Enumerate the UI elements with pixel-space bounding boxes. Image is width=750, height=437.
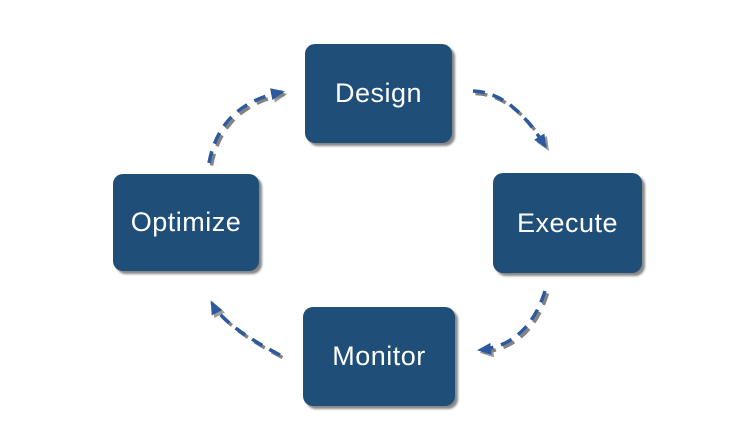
node-design-label: Design <box>334 78 423 108</box>
node-optimize: Optimize <box>113 174 259 271</box>
node-execute: Execute <box>493 173 642 273</box>
node-design: Design <box>305 44 452 143</box>
node-execute-label: Execute <box>516 207 619 238</box>
arrow-monitor-to-optimize <box>210 300 281 357</box>
node-monitor: Monitor <box>303 307 455 406</box>
node-monitor-label: Monitor <box>332 341 426 371</box>
arrow-design-to-execute <box>472 89 547 149</box>
arrow-execute-to-monitor <box>477 290 547 355</box>
node-optimize-label: Optimize <box>130 207 242 237</box>
arrow-optimize-to-design <box>207 88 285 164</box>
